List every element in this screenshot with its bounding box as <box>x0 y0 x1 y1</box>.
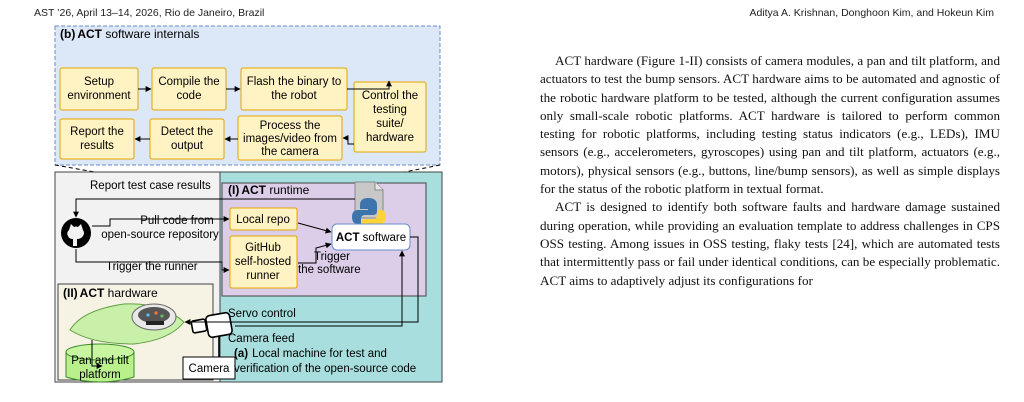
svg-text:suite/: suite/ <box>376 118 404 130</box>
runtime-arrows <box>73 198 355 273</box>
svg-text:Pan and tilt: Pan and tilt <box>71 355 129 367</box>
local-repo-box: Local repo <box>229 207 298 231</box>
svg-text:hardware: hardware <box>366 132 414 144</box>
pull-code-label-2: open-source repository <box>101 229 219 241</box>
svg-text:results: results <box>80 140 114 152</box>
architecture-figure: (b)ACT software internals Setup environm… <box>52 22 444 384</box>
svg-text:Process the: Process the <box>260 120 321 132</box>
servo-label: Servo control <box>228 308 296 320</box>
svg-text:the camera: the camera <box>261 146 319 158</box>
act-software-box: ACT software <box>331 223 411 251</box>
svg-text:environment: environment <box>67 90 131 102</box>
svg-text:Flash the binary to: Flash the binary to <box>247 76 342 88</box>
trigger-software-label-2: the software <box>298 264 361 276</box>
step-flash: Flash the binary to the robot <box>240 67 348 111</box>
trigger-software-label-1: Trigger <box>314 251 350 263</box>
svg-text:the robot: the robot <box>271 90 317 102</box>
camera-feed-label: Camera feed <box>228 333 294 345</box>
hardware-arrows <box>184 236 419 327</box>
svg-text:images/video from: images/video from <box>243 133 337 145</box>
camera-box: Camera <box>182 356 236 380</box>
architecture-diagram: (b)ACT software internals Setup environm… <box>54 25 443 383</box>
step-control: Control the testing suite/ hardware <box>353 81 427 153</box>
pan-arrow <box>91 340 103 369</box>
github-runner-box: GitHub self-hosted runner <box>229 235 298 289</box>
local-machine-label-2: verification of the open-source code <box>234 363 416 375</box>
report-results-label: Report test case results <box>90 180 211 192</box>
internals-arrows <box>134 80 392 145</box>
svg-text:output: output <box>171 140 204 152</box>
body-text-column: ACT hardware (Figure 1-II) consists of c… <box>540 52 1000 290</box>
page-header: AST ’26, April 13–14, 2026, Rio de Janei… <box>0 7 1024 21</box>
trigger-runner-label: Trigger the runner <box>106 261 198 273</box>
svg-text:Compile the: Compile the <box>158 76 219 88</box>
internals-title: (b)ACT software internals <box>60 27 199 41</box>
svg-text:runner: runner <box>246 270 279 282</box>
pull-code-label-1: Pull code from <box>140 215 214 227</box>
github-icon <box>61 218 91 248</box>
author-line: Aditya A. Krishnan, Donghoon Kim, and Ho… <box>749 7 994 19</box>
hardware-title: (II)ACT hardware <box>63 286 158 300</box>
step-detect: Detect the output <box>149 118 225 160</box>
robot-icon <box>69 303 185 345</box>
pan-tilt-platform: Pan and tilt platform <box>65 343 135 383</box>
step-report: Report the results <box>59 118 135 160</box>
svg-text:Report the: Report the <box>70 126 124 138</box>
runtime-title: (I)ACT runtime <box>228 183 310 197</box>
svg-text:Local repo: Local repo <box>236 214 290 226</box>
svg-text:testing: testing <box>373 104 407 116</box>
svg-text:ACT software: ACT software <box>336 232 406 244</box>
svg-text:platform: platform <box>79 369 121 381</box>
local-machine-label-1: (a)Local machine for test and <box>234 348 387 360</box>
svg-text:Camera: Camera <box>189 363 231 375</box>
svg-text:Control the: Control the <box>362 90 418 102</box>
step-compile: Compile the code <box>151 67 227 111</box>
step-setup: Setup environment <box>59 67 139 111</box>
svg-text:GitHub: GitHub <box>245 242 281 254</box>
svg-text:Setup: Setup <box>84 76 114 88</box>
svg-text:code: code <box>177 90 202 102</box>
step-process: Process the images/video from the camera <box>237 115 343 161</box>
svg-text:self-hosted: self-hosted <box>235 256 291 268</box>
svg-text:Detect the: Detect the <box>161 126 213 138</box>
venue-line: AST ’26, April 13–14, 2026, Rio de Janei… <box>34 7 265 19</box>
paragraph-hardware: ACT hardware (Figure 1-II) consists of c… <box>540 53 1000 197</box>
paragraph-design: ACT is designed to identify both softwar… <box>540 199 1000 288</box>
